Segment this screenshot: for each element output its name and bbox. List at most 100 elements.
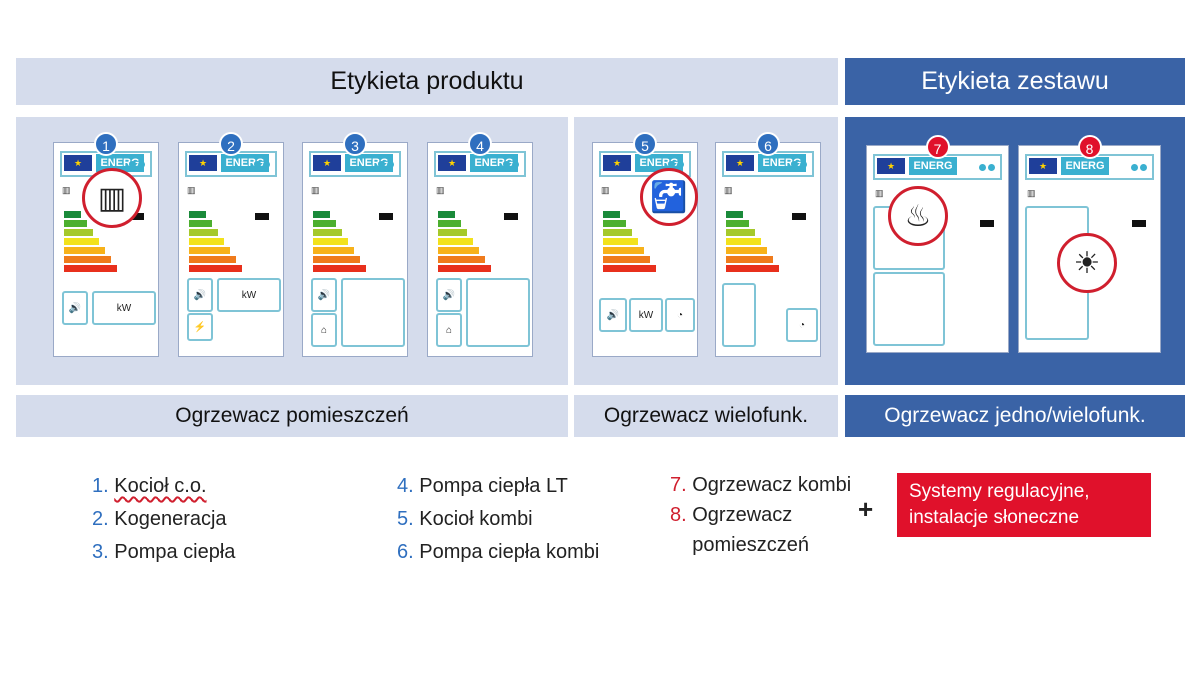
rating-arrow xyxy=(379,213,393,220)
power-box: kW xyxy=(92,291,156,325)
legend-item: 5. Kocioł kombi xyxy=(397,503,599,536)
radiator-icon: ▥ xyxy=(601,185,610,195)
radiator-icon: ▥ xyxy=(62,185,71,195)
legend-label: Kogeneracja xyxy=(114,508,227,530)
energy-bar xyxy=(313,238,349,245)
legend-number: 5. xyxy=(397,508,414,530)
energy-bar xyxy=(603,238,639,245)
legend-item: 3. Pompa ciepła xyxy=(92,536,235,569)
radiator-icon: ▥ xyxy=(82,168,142,228)
energy-bar xyxy=(189,247,231,254)
legend-number: 1. xyxy=(92,475,109,497)
electricity-icon: ⚡ xyxy=(187,313,213,341)
energy-bar xyxy=(313,265,367,272)
legend-item: 4. Pompa ciepła LT xyxy=(397,470,599,503)
label-dots xyxy=(667,155,687,171)
energy-bar xyxy=(313,229,343,236)
label-dots xyxy=(790,155,810,171)
combi-heater-footer: Ogrzewacz wielofunk. xyxy=(574,395,838,437)
package-label-header: Etykieta zestawu xyxy=(845,58,1185,105)
energy-bar xyxy=(438,247,480,254)
energy-bar xyxy=(313,247,355,254)
energy-bar xyxy=(438,256,486,263)
label-number-badge: 7 xyxy=(925,135,950,159)
eu-flag-icon: ★ xyxy=(64,155,92,171)
eu-flag-icon: ★ xyxy=(1029,158,1057,174)
energy-scale xyxy=(64,211,134,274)
radiator-icon: ▥ xyxy=(436,185,445,195)
legend-label: Kocioł c.o. xyxy=(114,475,207,497)
clock-icon: ◔ xyxy=(665,298,695,332)
component-box xyxy=(873,272,945,346)
package-heater-footer: Ogrzewacz jedno/wielofunk. xyxy=(845,395,1185,437)
energy-bar xyxy=(726,220,750,227)
house-icon: ⌂ xyxy=(311,313,337,347)
energy-label-card: ★ENERG▥🔊⌂ xyxy=(302,142,408,357)
legend-number: 2. xyxy=(92,508,109,530)
energy-bar xyxy=(603,229,633,236)
climate-map xyxy=(722,283,756,347)
energy-bar xyxy=(64,238,100,245)
label-number-badge: 2 xyxy=(219,132,243,156)
legend-item: 2. Kogeneracja xyxy=(92,503,235,536)
legend-column-1: 1. Kocioł c.o. 2. Kogeneracja 3. Pompa c… xyxy=(92,470,235,569)
energy-bar xyxy=(189,265,243,272)
space-heater-footer-text: Ogrzewacz pomieszczeń xyxy=(175,404,409,427)
label-number-badge: 4 xyxy=(468,132,492,156)
energy-bar xyxy=(603,256,651,263)
legend-label: Pompa ciepła kombi xyxy=(419,541,600,563)
legend-number: 6. xyxy=(397,541,414,563)
legend-number: 8. xyxy=(670,504,687,526)
energy-bar xyxy=(603,220,627,227)
energy-scale xyxy=(313,211,383,274)
energy-bar xyxy=(64,256,112,263)
energy-bar xyxy=(438,265,492,272)
energy-bar xyxy=(189,238,225,245)
faucet-icon: 🚰 xyxy=(640,168,698,226)
label-header: ★ENERG xyxy=(722,151,814,177)
energy-bar xyxy=(603,265,657,272)
energy-scale xyxy=(726,211,796,274)
energy-bar xyxy=(189,256,237,263)
energy-brand: ENERG xyxy=(1061,157,1109,175)
energy-label-card: ★ENERG▥◔ xyxy=(715,142,821,357)
energy-bar xyxy=(726,247,768,254)
solar-panel-icon: ☀ xyxy=(1057,233,1117,293)
house-icon: ⌂ xyxy=(436,313,462,347)
climate-map xyxy=(341,278,405,347)
energy-bar xyxy=(726,229,756,236)
power-box: kW xyxy=(629,298,663,332)
rating-arrow xyxy=(130,213,144,220)
radiator-icon: ▥ xyxy=(187,185,196,195)
radiator-icon: ▥ xyxy=(875,188,884,198)
eu-flag-icon: ★ xyxy=(189,155,217,171)
package-heater-footer-text: Ogrzewacz jedno/wielofunk. xyxy=(884,404,1146,427)
energy-bar xyxy=(726,256,774,263)
energy-bar xyxy=(313,220,337,227)
eu-flag-icon: ★ xyxy=(603,155,631,171)
power-box: kW xyxy=(217,278,281,312)
energy-bar xyxy=(189,220,213,227)
energy-bar xyxy=(64,211,82,218)
eu-flag-icon: ★ xyxy=(726,155,754,171)
energy-bar xyxy=(189,229,219,236)
climate-map xyxy=(466,278,530,347)
energy-label-card: ★ENERG▥ xyxy=(866,145,1009,353)
package-label-title: Etykieta zestawu xyxy=(921,67,1109,95)
label-dots xyxy=(253,155,273,171)
energy-scale xyxy=(438,211,508,274)
legend-number: 3. xyxy=(92,541,109,563)
energy-bar xyxy=(438,211,456,218)
clock-icon: ◔ xyxy=(786,308,818,342)
energy-bar xyxy=(189,211,207,218)
label-number-badge: 5 xyxy=(633,132,657,156)
eu-flag-icon: ★ xyxy=(313,155,341,171)
legend-label: Ogrzewacz pomieszczeń xyxy=(692,504,809,556)
energy-bar xyxy=(438,229,468,236)
energy-bar xyxy=(64,229,94,236)
rating-arrow xyxy=(504,213,518,220)
legend-label: Ogrzewacz kombi xyxy=(692,474,852,496)
rating-arrow xyxy=(1132,220,1146,227)
energy-scale xyxy=(189,211,259,274)
eu-flag-icon: ★ xyxy=(438,155,466,171)
